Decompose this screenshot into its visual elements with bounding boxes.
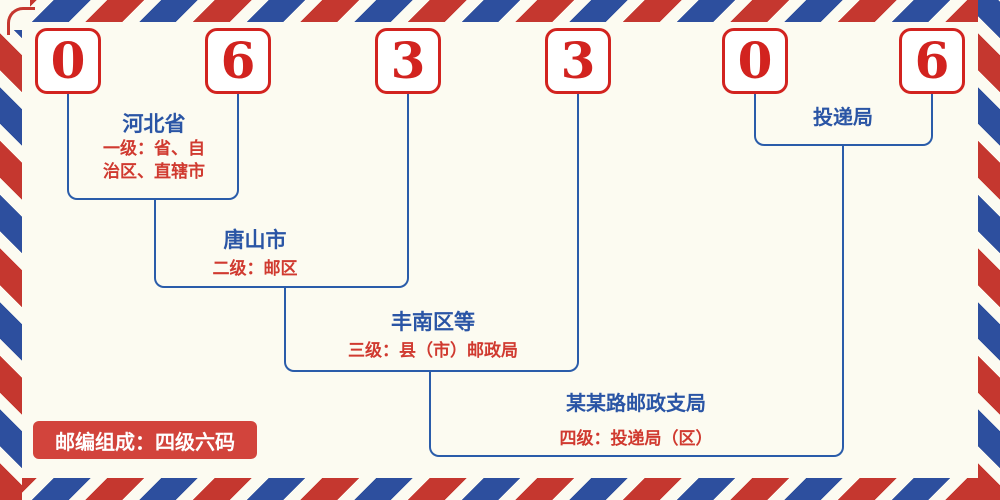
airmail-border-top xyxy=(0,0,1000,22)
connector-delivery-drop xyxy=(842,146,844,372)
connector-level3-bracket xyxy=(284,288,579,372)
level2-name: 唐山市 xyxy=(223,229,287,252)
level4-desc: 四级：投递局（区） xyxy=(559,429,713,448)
digit-6: 6 xyxy=(914,31,950,90)
level3-label: 丰南区等 三级：县（市）邮政局 xyxy=(328,310,538,363)
connector-level1-bracket xyxy=(67,94,239,200)
digit-3: 3 xyxy=(390,31,426,90)
digit-box-5: 0 xyxy=(722,28,788,94)
digit-box-1: 0 xyxy=(35,28,101,94)
airmail-border-bottom xyxy=(0,478,1000,500)
level1-desc-line1: 一级：省、自 xyxy=(103,139,205,159)
connector-level2-bracket xyxy=(154,200,409,288)
digit-box-2: 6 xyxy=(205,28,271,94)
level1-desc-line2: 治区、直辖市 xyxy=(103,162,205,182)
digit-1: 0 xyxy=(50,31,86,90)
airmail-border-right xyxy=(978,0,1000,500)
level3-desc: 三级：县（市）邮政局 xyxy=(348,341,518,361)
digit-box-4: 3 xyxy=(545,28,611,94)
connector-digit4-drop xyxy=(577,94,579,288)
digit-4: 3 xyxy=(560,31,596,90)
level1-name: 河北省 xyxy=(122,113,186,136)
delivery-office-name: 投递局 xyxy=(813,107,873,129)
level1-label: 河北省 一级：省、自 治区、直辖市 xyxy=(78,112,230,184)
level2-label: 唐山市 二级：邮区 xyxy=(180,228,330,281)
digit-2: 6 xyxy=(220,31,256,90)
digit-box-6: 6 xyxy=(899,28,965,94)
airmail-border-left xyxy=(0,0,22,500)
digit-box-3: 3 xyxy=(375,28,441,94)
connector-digit3-drop xyxy=(407,94,409,200)
level2-desc: 二级：邮区 xyxy=(212,259,298,279)
delivery-office-label: 投递局 xyxy=(778,106,908,131)
connector-level4-bracket xyxy=(429,372,844,457)
digit-5: 0 xyxy=(737,31,773,90)
connector-delivery-bracket xyxy=(754,94,933,146)
corner-arc-icon xyxy=(7,7,35,35)
level3-name: 丰南区等 xyxy=(391,311,475,334)
level4-label: 某某路邮政支局 四级：投递局（区） xyxy=(518,392,754,451)
composition-badge: 邮编组成：四级六码 xyxy=(33,421,257,459)
level4-name: 某某路邮政支局 xyxy=(566,393,706,415)
